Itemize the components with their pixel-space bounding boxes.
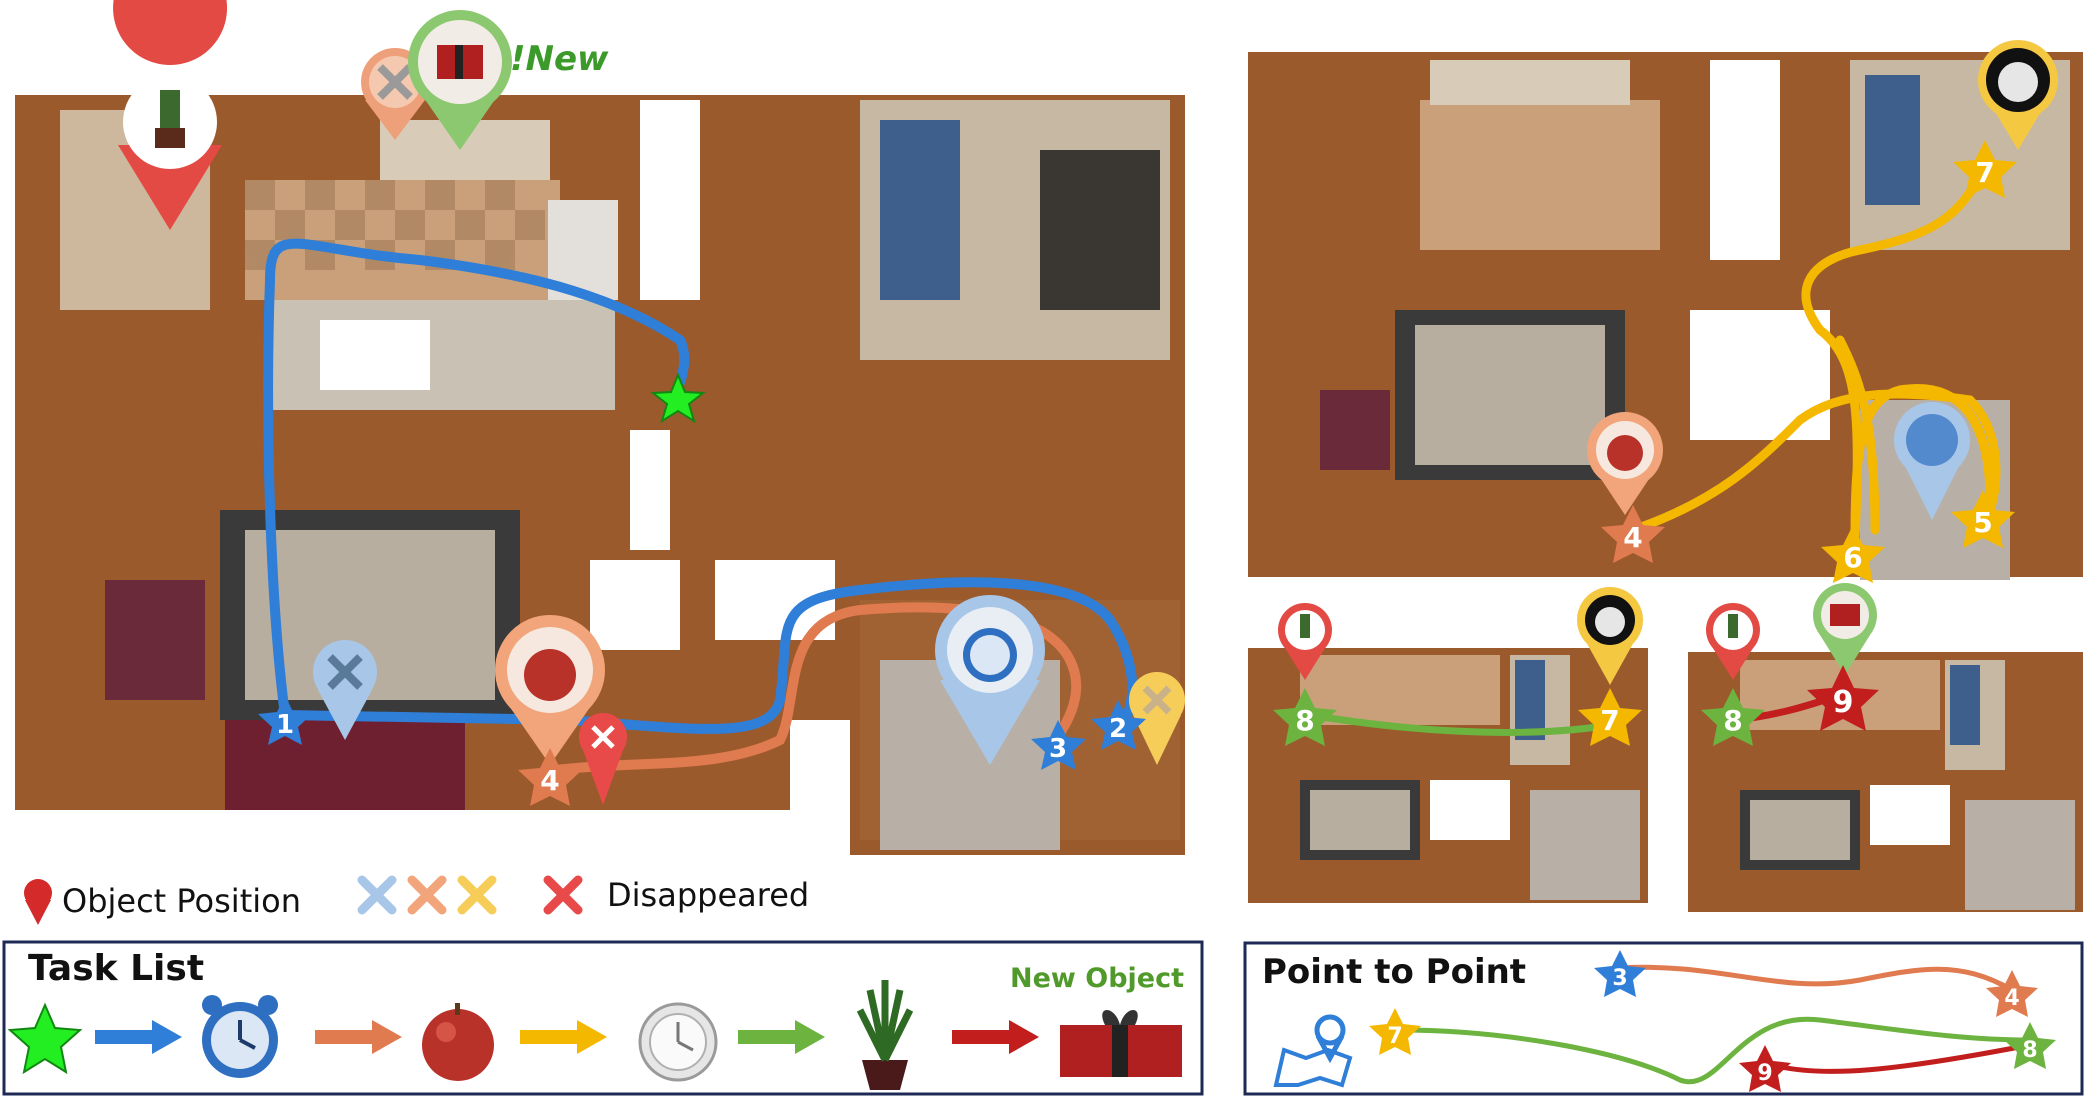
disappeared-x-blue-icon [357, 875, 397, 915]
arrow-green-icon [738, 1020, 825, 1054]
p2p-star-8-label: 8 [2022, 1038, 2037, 1063]
white-clock-icon [638, 1002, 718, 1082]
pin-gift-green [408, 10, 512, 150]
p2p-star-3-label: 3 [1612, 966, 1627, 991]
pin-missing-red [579, 713, 627, 805]
pin-clock [935, 595, 1045, 765]
pin-gift-br [1813, 583, 1877, 675]
apple-icon [422, 1003, 494, 1081]
p2p-path-orange [1619, 964, 2014, 993]
right-br-floorplan [1688, 652, 2083, 912]
star-8-bl-label: 8 [1295, 704, 1314, 737]
legend-disappeared: Disappeared [607, 876, 809, 914]
star-4: 4 [518, 748, 582, 806]
pin-white-clock-bl [1577, 587, 1643, 685]
task-list-panel: Task List New Object [2, 940, 1204, 1096]
star-4-label: 4 [540, 764, 559, 797]
gift-box-icon [1060, 1010, 1182, 1077]
pin-plant [113, 0, 228, 230]
star-9-br-label: 9 [1833, 685, 1854, 720]
star-7-top: 7 [1953, 140, 2017, 198]
p2p-star-4: 4 [1986, 970, 2038, 1017]
star-9-br: 9 [1807, 665, 1879, 731]
p2p-star-3: 3 [1594, 950, 1646, 997]
star-1-label: 1 [276, 710, 294, 740]
star-7-bl: 7 [1578, 688, 1642, 746]
legend: Object Position Disappeared [24, 875, 809, 925]
p2p-star-7-label: 7 [1387, 1024, 1402, 1049]
pin-white-clock-top [1978, 40, 2058, 150]
star-6-top-label: 6 [1843, 541, 1862, 574]
arrow-blue-icon [95, 1020, 182, 1054]
star-start-main [650, 372, 706, 424]
object-position-icon [24, 879, 52, 925]
p2p-star-8: 8 [2004, 1022, 2056, 1069]
map-location-icon [1273, 1014, 1353, 1088]
p2p-star-9: 9 [1739, 1045, 1791, 1092]
star-6-top: 6 [1821, 525, 1885, 583]
pin-clock-top [1894, 402, 1970, 520]
pin-plant-bl [1278, 603, 1332, 680]
point-to-point-title: Point to Point [1262, 952, 1526, 992]
path-orange [550, 602, 1082, 775]
right-top-floorplan [1248, 52, 2083, 580]
potted-plant-icon [856, 980, 914, 1090]
path-blue-lower [280, 577, 1138, 734]
star-4-top: 4 [1601, 505, 1665, 563]
pin-plant-br [1706, 603, 1760, 680]
p2p-star-7: 7 [1369, 1008, 1421, 1055]
star-4-top-label: 4 [1623, 521, 1642, 554]
right-top-paths [1628, 160, 2001, 545]
alarm-clock-icon [202, 995, 278, 1078]
star-8-br: 8 [1701, 688, 1765, 746]
star-5-top: 5 [1951, 490, 2015, 548]
right-bl-floorplan [1248, 648, 1648, 903]
star-2-label: 2 [1109, 714, 1127, 744]
pin-apple-top [1587, 412, 1663, 515]
arrow-yellow-icon [520, 1020, 607, 1054]
pin-apple [495, 615, 605, 765]
main-floorplan [15, 95, 1200, 860]
pin-missing-yellow [1129, 672, 1185, 765]
star-8-bl: 8 [1273, 688, 1337, 746]
main-paths [263, 238, 1138, 775]
new-object-label: New Object [1010, 963, 1184, 994]
p2p-path-red [1764, 1042, 2031, 1074]
path-blue [263, 238, 690, 720]
pin-missing-blue [313, 640, 377, 740]
new-tag: !New [510, 39, 609, 79]
star-1: 1 [258, 695, 312, 745]
star-5-top-label: 5 [1973, 506, 1992, 539]
start-star-icon [7, 1002, 83, 1075]
p2p-star-4-label: 4 [2004, 986, 2019, 1011]
disappeared-x-orange-icon [407, 875, 447, 915]
p2p-star-9-label: 9 [1757, 1061, 1772, 1086]
arrow-orange-icon [315, 1020, 402, 1054]
star-3: 3 [1031, 720, 1086, 770]
star-7-top-label: 7 [1975, 156, 1994, 189]
star-7-bl-label: 7 [1600, 704, 1619, 737]
disappeared-x-red-icon [543, 875, 583, 915]
arrow-red-icon [952, 1020, 1039, 1054]
star-2: 2 [1091, 700, 1146, 750]
p2p-path-green [1399, 1016, 2031, 1085]
path-green-bl [1306, 711, 1614, 736]
task-list-title: Task List [28, 948, 204, 989]
star-3-label: 3 [1049, 734, 1067, 764]
point-to-point-panel: Point to Point 3 4 7 8 9 [1243, 941, 2084, 1096]
disappeared-x-yellow-icon [457, 875, 497, 915]
star-8-br-label: 8 [1723, 704, 1742, 737]
legend-object-position: Object Position [62, 882, 301, 920]
